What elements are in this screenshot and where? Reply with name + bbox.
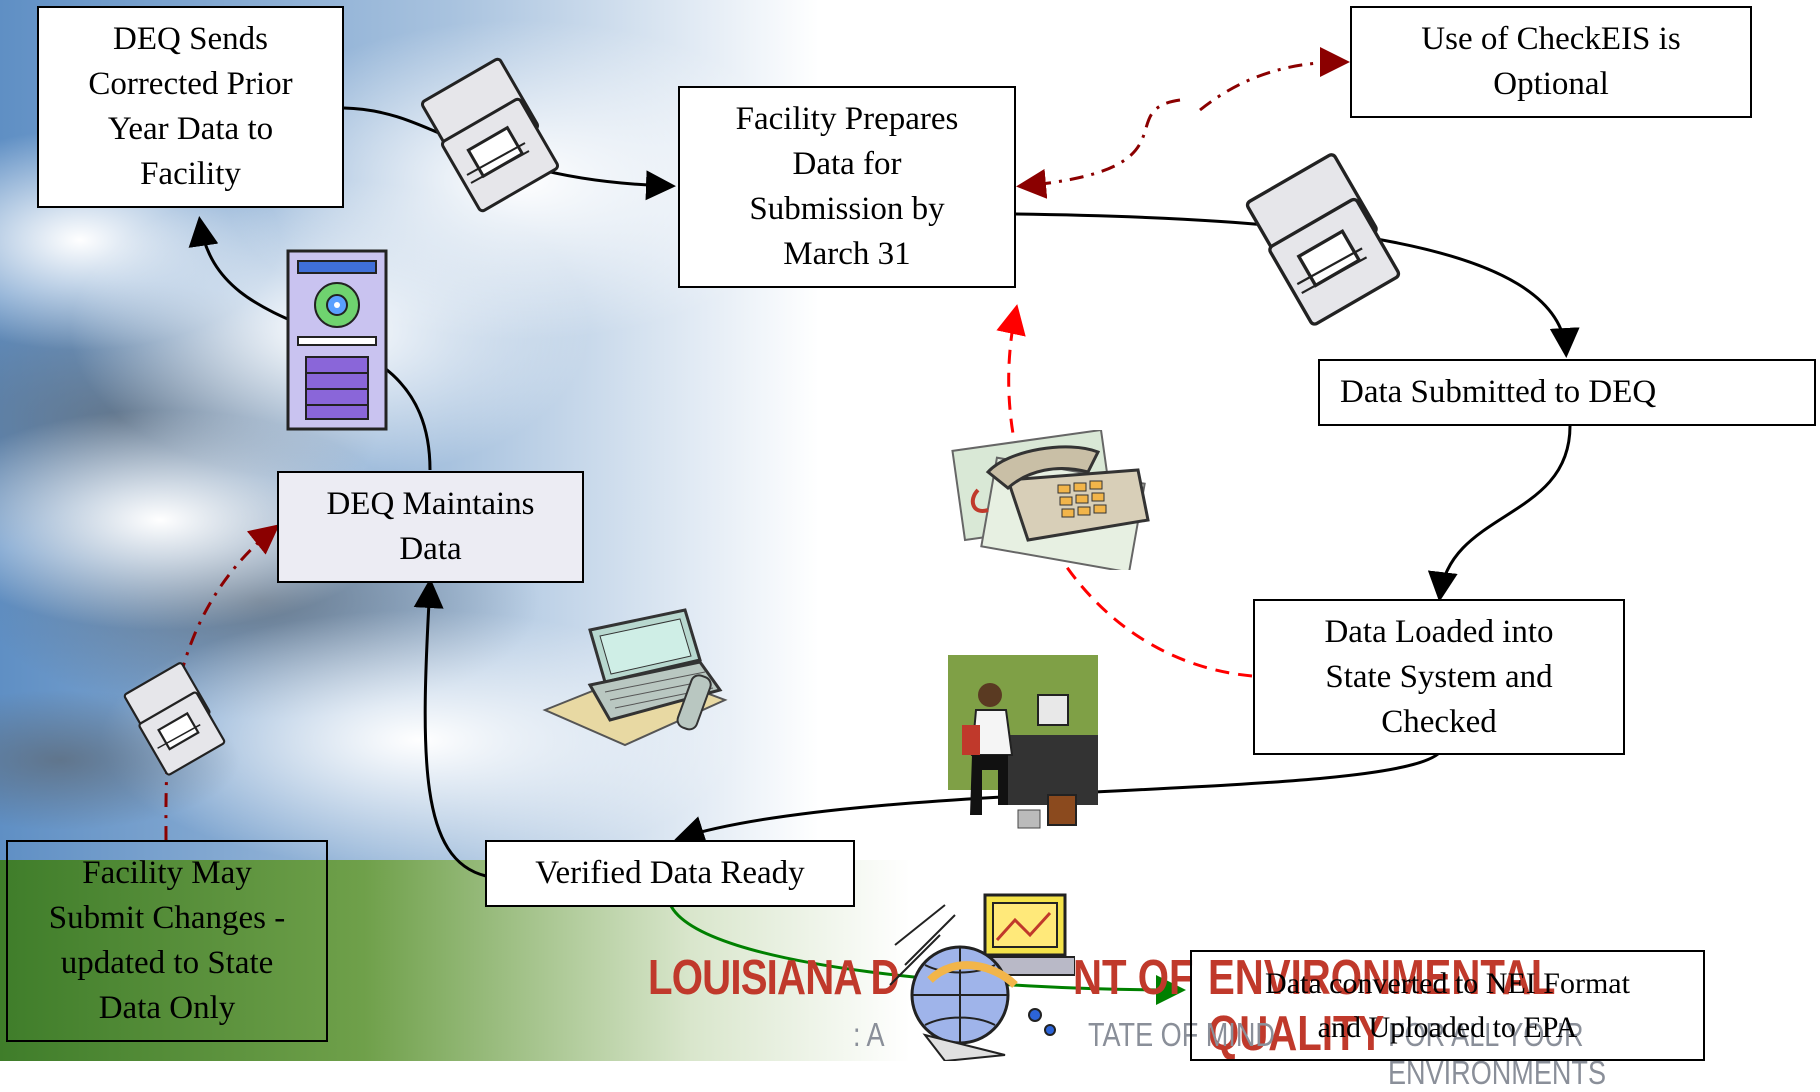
telephone-icon xyxy=(951,430,1150,570)
globe-computer-icon xyxy=(889,893,1075,1061)
verified-data-box: Verified Data Ready xyxy=(485,840,855,907)
verified-data-label: Verified Data Ready xyxy=(535,855,805,891)
arrow-facility-to-data-submitted xyxy=(1015,212,1580,358)
deq-maintains-box: DEQ Maintains Data xyxy=(277,471,584,583)
arrow-facility-to-checkeis xyxy=(1199,47,1350,112)
office-worker-icon xyxy=(948,655,1098,829)
laptop-icon xyxy=(542,608,728,747)
deq-sends-label: DEQ Sends Corrected Prior Year Data to F… xyxy=(88,21,293,192)
data-loaded-box: Data Loaded into State System and Checke… xyxy=(1253,599,1625,755)
floppy-disks-icon xyxy=(420,57,560,213)
data-loaded-label: Data Loaded into State System and Checke… xyxy=(1324,613,1554,740)
nei-upload-label: Data converted to NEI Format and Uploade… xyxy=(1265,966,1630,1044)
data-submitted-label: Data Submitted to DEQ xyxy=(1340,374,1657,410)
floppy-disks-icon xyxy=(123,662,226,776)
logo-line1-left: LOUISIANA D xyxy=(648,951,899,1005)
facility-prepares-label: Facility Prepares Data for Submission by… xyxy=(735,101,959,272)
arrow-verified-to-nei xyxy=(668,903,1186,1005)
computer-tower-cd-icon xyxy=(286,249,388,431)
checkeis-label: Use of CheckEIS is Optional xyxy=(1421,21,1681,102)
data-submitted-box: Data Submitted to DEQ xyxy=(1318,359,1816,426)
facility-may-box: Facility May Submit Changes - updated to… xyxy=(6,840,328,1042)
logo-line1-right: ENVIRONMENTAL QUALITY xyxy=(1208,951,1555,1061)
deq-maintains-label: DEQ Maintains Data xyxy=(326,486,535,567)
arrow-data-loaded-to-verified xyxy=(674,752,1439,845)
logo-line2-mid: TATE OF MIND xyxy=(1088,1016,1275,1053)
floppy-disks-icon xyxy=(1245,153,1401,326)
arrow-checkeis-to-facility xyxy=(1016,98,1181,199)
nei-upload-box: Data converted to NEI Format and Uploade… xyxy=(1190,950,1705,1061)
logo-line2-left: : A xyxy=(853,1016,885,1053)
facility-may-label: Facility May Submit Changes - updated to… xyxy=(48,855,286,1026)
arrow-facility-may-to-deq-maintains xyxy=(164,524,280,841)
checkeis-box: Use of CheckEIS is Optional xyxy=(1350,6,1752,118)
arrow-verified-to-deq-maintains xyxy=(413,578,487,878)
deq-sends-box: DEQ Sends Corrected Prior Year Data to F… xyxy=(37,6,344,208)
facility-prepares-box: Facility Prepares Data for Submission by… xyxy=(678,86,1016,288)
arrow-data-submitted-to-data-loaded xyxy=(1427,425,1572,602)
logo-line1-mid: NT OF xyxy=(1073,951,1194,1005)
